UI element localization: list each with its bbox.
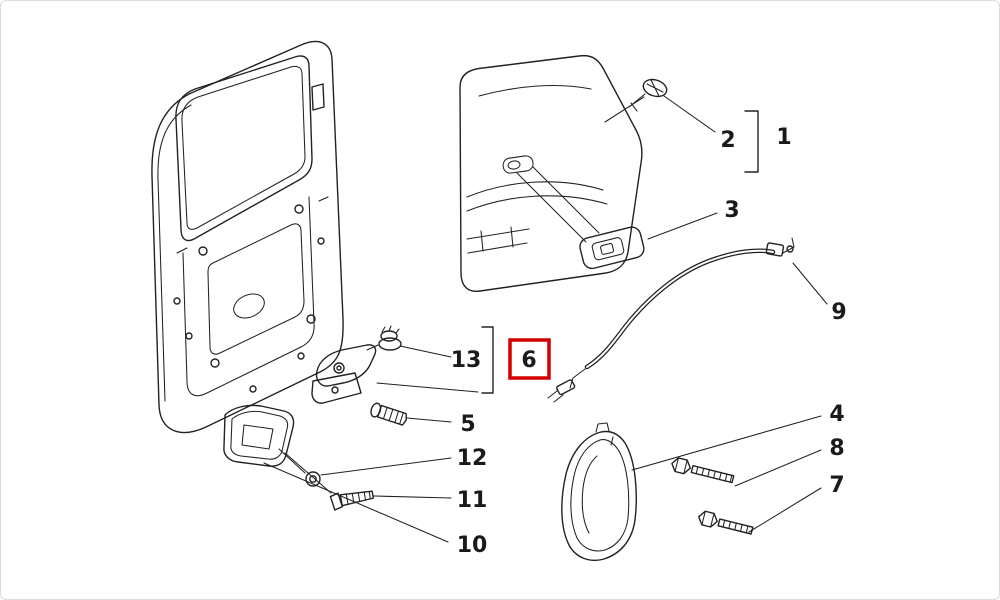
bracket-group-1 — [744, 110, 759, 173]
part-label-9[interactable]: 9 — [831, 300, 846, 325]
screw-11-drawing — [329, 490, 375, 511]
part-label-12[interactable]: 12 — [457, 446, 488, 471]
sliding-door-drawing — [151, 40, 344, 434]
part-label-3[interactable]: 3 — [724, 198, 739, 223]
switch-bezel-drawing — [579, 226, 645, 270]
part-label-11[interactable]: 11 — [457, 488, 488, 513]
handle-bezel-drawing — [223, 404, 295, 467]
part-label-13[interactable]: 13 — [451, 348, 482, 373]
part-labels: 2 1 3 9 13 6 5 12 11 10 4 8 7 — [451, 125, 847, 558]
door-trim-panel-drawing — [459, 54, 643, 293]
release-cable-drawing — [547, 237, 795, 403]
trim-clip-drawing — [628, 78, 668, 112]
bolt-7-drawing — [698, 510, 754, 535]
part-label-10[interactable]: 10 — [457, 533, 488, 558]
part-label-4[interactable]: 4 — [829, 402, 844, 427]
leader-lines — [263, 95, 828, 543]
part-label-2[interactable]: 2 — [720, 128, 735, 153]
clip-13-drawing — [378, 325, 402, 351]
part-label-1[interactable]: 1 — [776, 125, 791, 150]
bolt-8-drawing — [671, 457, 735, 484]
part-label-8[interactable]: 8 — [829, 436, 844, 461]
pull-cup-drawing — [561, 422, 637, 562]
nut-12-drawing — [305, 471, 321, 487]
highlight-box[interactable] — [508, 338, 551, 380]
part-label-7[interactable]: 7 — [829, 473, 844, 498]
bracket-group-6 — [481, 326, 494, 394]
screw-5-drawing — [370, 402, 407, 426]
inner-handle-drawing — [311, 344, 379, 404]
part-label-5[interactable]: 5 — [460, 412, 475, 437]
part-label-6[interactable]: 6 — [521, 348, 536, 373]
